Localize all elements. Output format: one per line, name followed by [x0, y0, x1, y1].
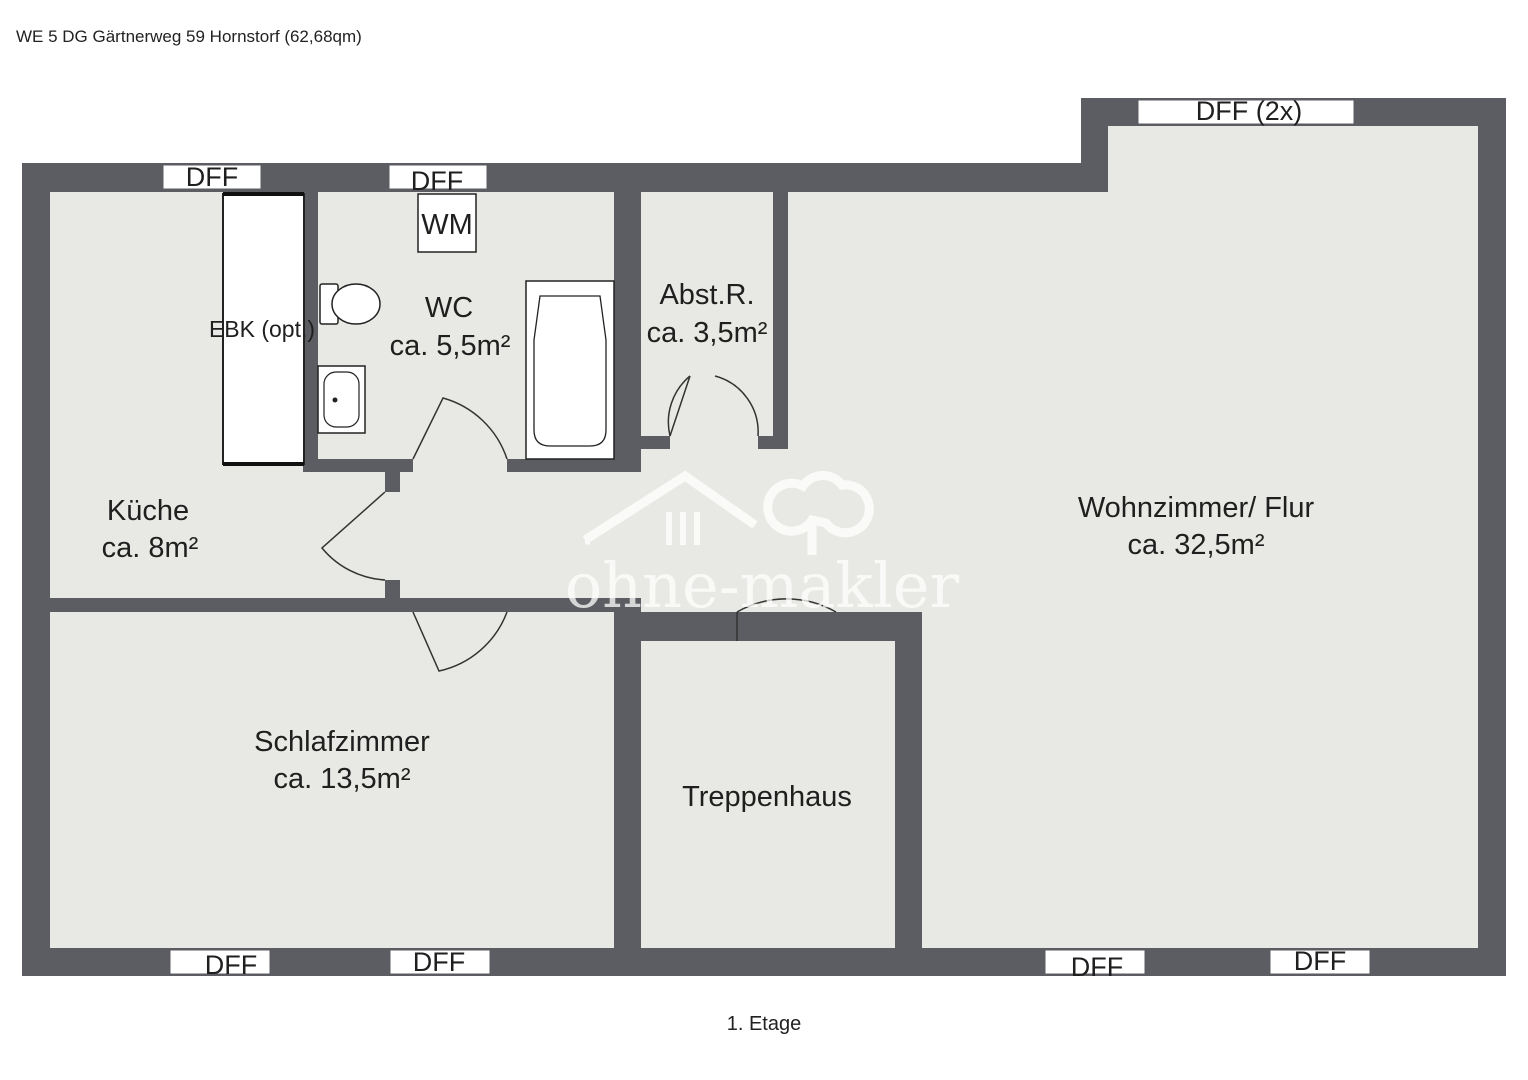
door-swing-abst-left	[669, 375, 691, 437]
toilet-icon	[319, 283, 381, 325]
window-kueche	[162, 164, 262, 190]
wohnzimmer-floor	[614, 126, 1478, 948]
window-schlafzimmer-left	[169, 949, 271, 975]
door-swing-abst-right	[714, 375, 759, 437]
kueche-area: ca. 8m²	[102, 532, 199, 564]
window-schlafzimmer-right-label: DFF	[413, 947, 465, 977]
window-wohnzimmer-bottom-left	[1044, 949, 1146, 975]
window-wohnzimmer-bottom-right	[1269, 949, 1371, 975]
sink-icon	[317, 365, 366, 434]
tree-icon	[763, 470, 874, 555]
washing-machine	[417, 193, 477, 253]
window-wohnzimmer-top	[1137, 99, 1355, 125]
door-swing-treppenhaus	[736, 598, 837, 613]
wc-area: ca. 5,5m²	[390, 330, 511, 362]
window-wohnzimmer-bottom-right-label: DFF	[1294, 946, 1346, 976]
bathtub-icon	[525, 280, 615, 460]
window-schlafzimmer-right	[389, 949, 491, 975]
floor-label: 1. Etage	[726, 1013, 802, 1035]
wc-name: WC	[425, 292, 473, 324]
window-wohnzimmer-bottom-left-label: DFF	[1071, 952, 1123, 982]
window-wc-label: DFF	[411, 166, 463, 196]
window-wohnzimmer-top-label: DFF (2x)	[1196, 96, 1302, 126]
treppenhaus-name: Treppenhaus	[682, 781, 852, 813]
door-swing-schlafzimmer	[412, 611, 508, 672]
abstellraum-area: ca. 3,5m²	[647, 317, 768, 349]
door-swing-wc	[412, 397, 508, 460]
kitchen-counter-label: EBK (opt.)	[209, 316, 315, 342]
plan-title: WE 5 DG Gärtnerweg 59 Hornstorf (62,68qm…	[16, 27, 362, 46]
window-schlafzimmer-left-label: DFF	[205, 950, 257, 980]
house-roof-icon	[582, 470, 758, 544]
treppenhaus-floor	[641, 641, 895, 948]
door-swings	[320, 375, 837, 672]
watermark-text: ohne-makler	[565, 549, 960, 622]
schlafzimmer-name: Schlafzimmer	[254, 726, 430, 758]
watermark-logo	[582, 470, 874, 555]
schlafzimmer-floor	[50, 612, 614, 948]
interior-walls	[22, 180, 922, 976]
abstellraum-name: Abst.R.	[659, 279, 754, 311]
window-wc	[388, 164, 488, 190]
kueche-name: Küche	[107, 495, 189, 527]
schlafzimmer-area: ca. 13,5m²	[274, 763, 411, 795]
wohnzimmer-area: ca. 32,5m²	[1128, 529, 1265, 561]
door-swing-abst-left-arc	[667, 375, 691, 437]
wohnzimmer-name: Wohnzimmer/ Flur	[1078, 492, 1315, 524]
windows	[162, 99, 1371, 975]
fixtures	[222, 192, 615, 466]
window-kueche-label: DFF	[186, 162, 238, 192]
door-swing-kueche	[320, 491, 386, 581]
washing-machine-label: WM	[421, 209, 473, 241]
